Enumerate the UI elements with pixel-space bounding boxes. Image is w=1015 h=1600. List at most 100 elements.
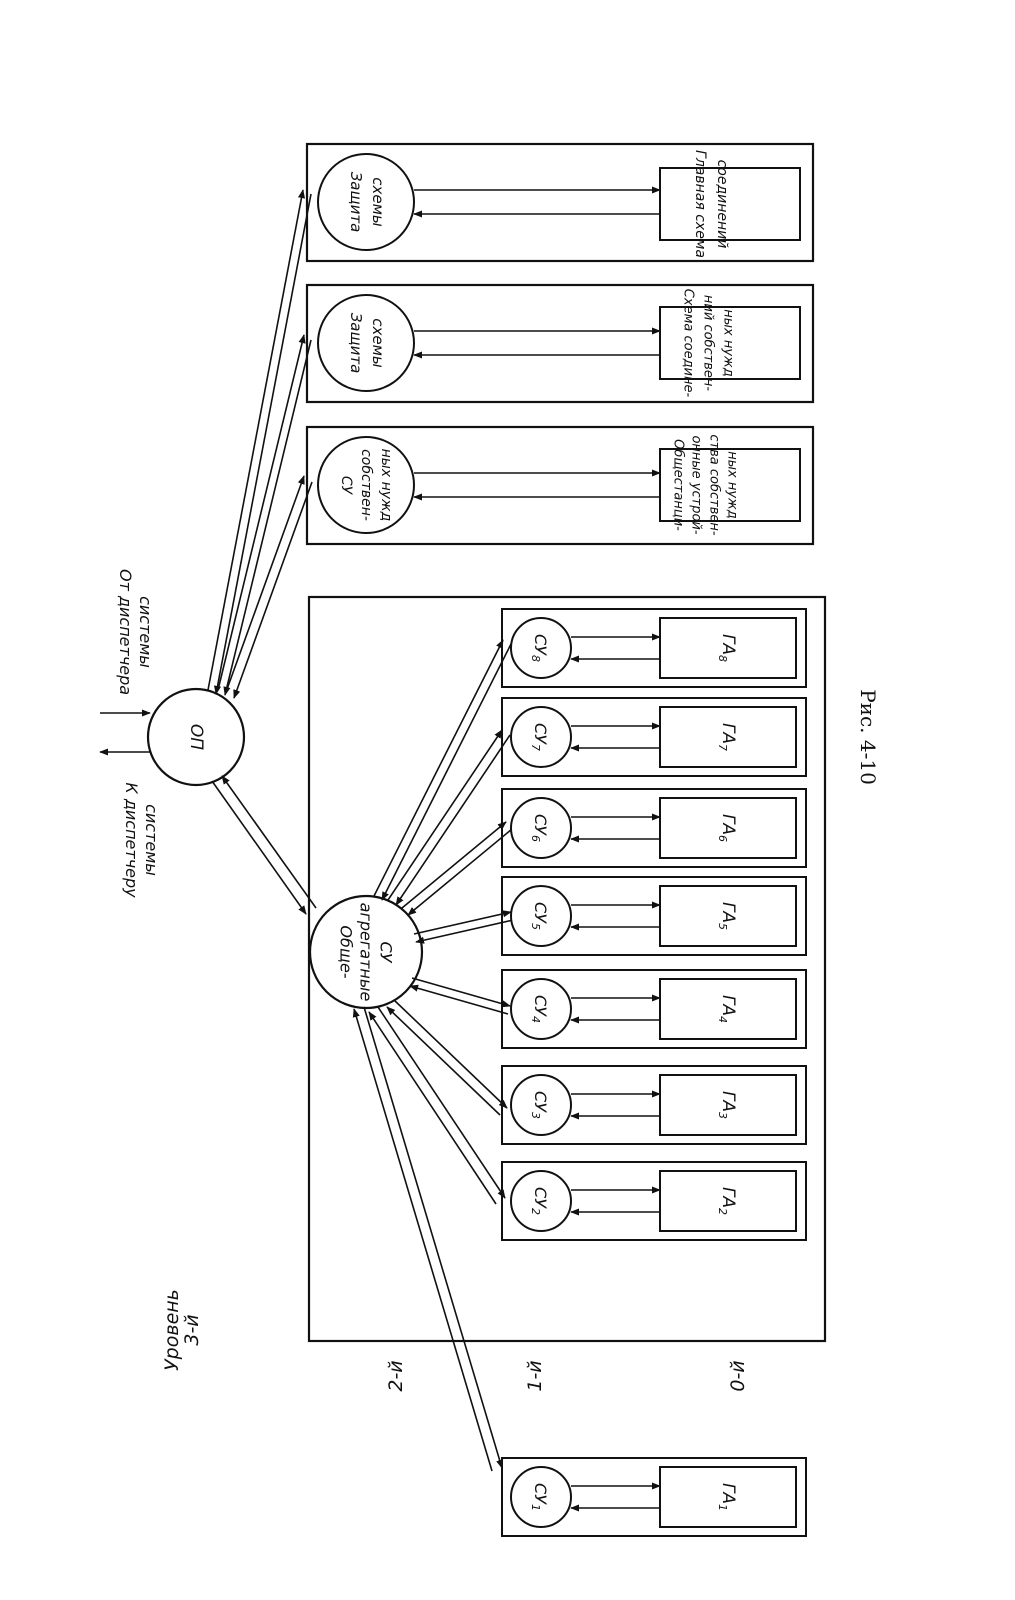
- to-dispatcher-label-line1: К диспетчеру: [122, 782, 141, 898]
- level-label-1: 1-й: [524, 1360, 546, 1391]
- unit-2-frame: [501, 1161, 807, 1241]
- ga2-label-base: ГА: [718, 1187, 738, 1208]
- main-scheme-box: [659, 167, 801, 241]
- su4-to-common-su-link: [409, 984, 509, 1015]
- aux-scheme-frame: [305, 283, 815, 404]
- ga1-box: [659, 1466, 797, 1528]
- op-to-common-su-link: [211, 780, 307, 915]
- level-title-line1: Уровень: [161, 1289, 183, 1371]
- su8-node: [510, 617, 572, 679]
- ga1-label-base: ГА: [718, 1483, 738, 1504]
- su4-label: СУ4: [530, 995, 551, 1023]
- own-needs-frame: [305, 425, 815, 546]
- su2-label-sub: 2: [530, 1208, 543, 1215]
- common-su-to-su7-link: [387, 729, 503, 901]
- su7-label: СУ7: [530, 723, 551, 751]
- ga5-label-base: ГА: [718, 902, 738, 923]
- ga7-label-base: ГА: [718, 723, 738, 744]
- su3-label: СУ3: [530, 1091, 551, 1119]
- main-scheme-frame: [305, 142, 815, 263]
- level-label-2: 2-й: [385, 1360, 407, 1391]
- unit-3-frame: [501, 1065, 807, 1145]
- ga3-box: [659, 1074, 797, 1136]
- ga8-box: [659, 617, 797, 679]
- ga4-label: ГА4: [717, 995, 739, 1023]
- ga1-label: ГА1: [717, 1483, 739, 1511]
- generator-unit-4: СУ4 ГА4: [409, 969, 807, 1049]
- common-su-to-op-link: [221, 775, 317, 909]
- common-su-line3: СУ: [377, 942, 396, 964]
- su3-label-base: СУ: [532, 1091, 551, 1113]
- ga8-label-sub: 8: [717, 655, 730, 662]
- unit-6-frame: [501, 788, 807, 868]
- su7-label-sub: 7: [530, 744, 543, 751]
- station-block-aux-scheme: Защита схемы Схема соедине- ний собствен…: [217, 283, 815, 696]
- common-su-to-su2-link: [377, 1006, 506, 1199]
- main-scheme-line1: Главная схема: [692, 150, 708, 258]
- station-block-main-scheme: Защита схемы Главная схема соединений: [207, 142, 815, 695]
- level-title: Уровень 3-й: [161, 1289, 203, 1371]
- ga6-box: [659, 797, 797, 859]
- aux-protection-line2: схемы: [369, 318, 387, 368]
- su2-label: СУ2: [530, 1187, 551, 1215]
- su1-label-base: СУ: [532, 1483, 551, 1505]
- su2-label-base: СУ: [532, 1187, 551, 1209]
- aux-protection-line1: Защита: [347, 313, 365, 374]
- ga3-label: ГА3: [717, 1091, 739, 1119]
- to-dispatcher-label-line2: системы: [142, 804, 161, 876]
- ga5-label-sub: 5: [717, 923, 730, 930]
- su4-label-base: СУ: [532, 995, 551, 1017]
- ga8-label: ГА8: [717, 634, 739, 662]
- station-devices-line2: онные устрой-: [689, 435, 704, 534]
- su5-to-common-su-link: [415, 919, 514, 944]
- common-su-to-su3-link: [393, 999, 508, 1109]
- level-2-aggregate-frame: [307, 595, 827, 1343]
- ga2-label: ГА2: [717, 1187, 739, 1215]
- own-needs-su-line2: собствен-: [358, 449, 374, 521]
- aux-protection-to-op-link: [223, 339, 312, 696]
- ga8-label-base: ГА: [718, 634, 738, 655]
- generator-unit-8: СУ 8 ГА8: [373, 608, 807, 901]
- ga5-box: [659, 885, 797, 947]
- su1-node: [510, 1466, 572, 1528]
- station-devices-line4: ных нужд: [725, 451, 740, 518]
- ga7-label: ГА7: [717, 723, 739, 751]
- ga2-label-sub: 2: [717, 1208, 730, 1215]
- common-su-to-su8-link: [373, 639, 504, 897]
- su3-node: [510, 1074, 572, 1136]
- su4-label-sub: 4: [530, 1016, 543, 1023]
- ga4-box: [659, 978, 797, 1040]
- op-to-own-needs-su-link: [225, 475, 305, 693]
- su7-to-common-su-link: [395, 734, 511, 906]
- su4-node: [510, 978, 572, 1040]
- su5-label: СУ5: [530, 902, 551, 930]
- common-su-to-su5-link: [413, 910, 512, 935]
- common-su-line2: агрегатные: [357, 903, 376, 1002]
- su1-label-sub: 1: [530, 1504, 543, 1511]
- main-protection-line2: схемы: [369, 177, 387, 227]
- main-protection-to-op-link: [213, 193, 312, 695]
- ga5-label: ГА5: [717, 902, 739, 930]
- aux-scheme-line2: ний собствен-: [701, 295, 716, 392]
- ga7-box: [659, 706, 797, 768]
- su1-label: СУ1: [530, 1483, 551, 1511]
- su8-label-base: СУ: [532, 634, 551, 656]
- ga4-label-base: ГА: [718, 995, 738, 1016]
- own-needs-su-node: [317, 436, 415, 534]
- own-needs-su-line3: ных нужд: [378, 449, 394, 522]
- aux-scheme-box: [659, 306, 801, 380]
- su7-node: [510, 706, 572, 768]
- generator-unit-7: СУ7 ГА7: [387, 697, 807, 906]
- su2-node: [510, 1170, 572, 1232]
- main-protection-node: [317, 153, 415, 251]
- ga3-label-sub: 3: [717, 1112, 730, 1119]
- level-label-0: 0-й: [727, 1360, 749, 1391]
- station-devices-line3: ства собствен-: [707, 434, 722, 535]
- unit-4-frame: [501, 969, 807, 1049]
- common-su-to-su6-link: [401, 821, 507, 909]
- generator-unit-6: СУ6 ГА6: [401, 788, 807, 916]
- ga4-label-sub: 4: [717, 1016, 730, 1023]
- su2-to-common-su-link: [368, 1011, 497, 1205]
- generator-unit-3: СУ3 ГА3: [386, 999, 807, 1145]
